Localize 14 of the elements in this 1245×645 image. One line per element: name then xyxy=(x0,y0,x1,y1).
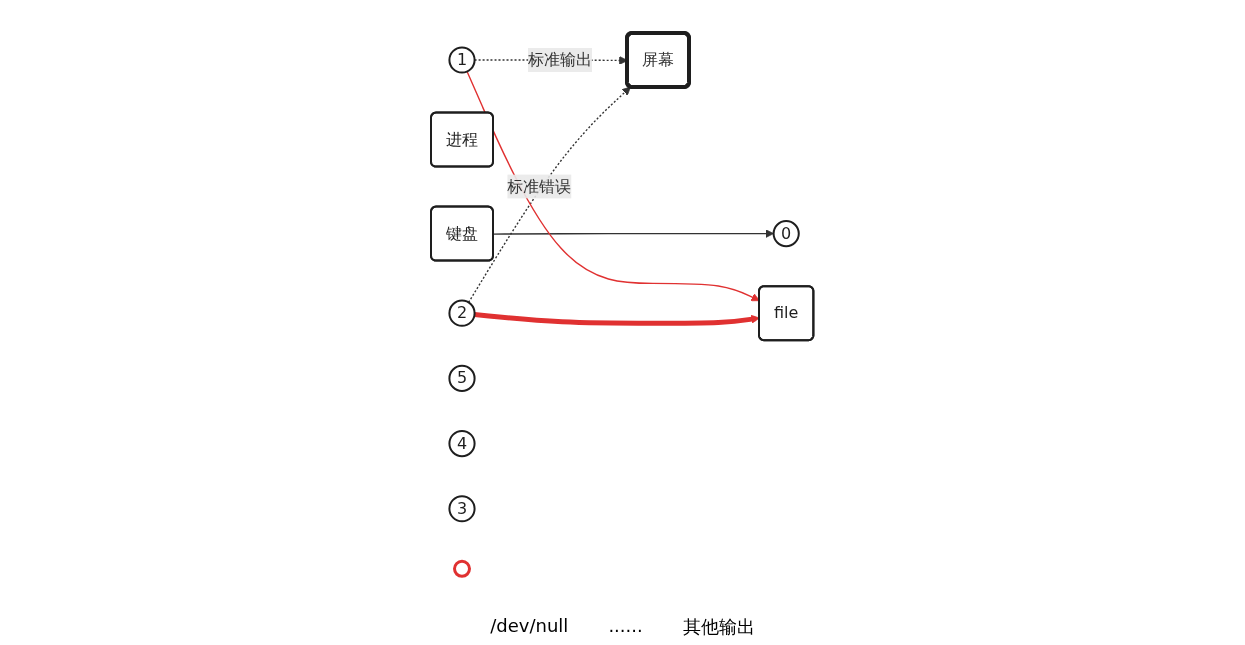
arrow xyxy=(493,229,775,238)
node-circle: 3 xyxy=(448,495,476,523)
node-circle: 4 xyxy=(448,429,476,457)
node-circle: 1 xyxy=(448,46,476,74)
note-text: 其他输出 xyxy=(682,615,755,639)
edge-label: 标准输出 xyxy=(528,49,593,69)
edge-label: 标准错误 xyxy=(507,176,572,196)
arrow xyxy=(468,86,632,303)
node-circle xyxy=(453,559,472,578)
node-circle: 2 xyxy=(448,299,476,327)
note-text: /dev/null xyxy=(490,615,569,638)
node-circle: 5 xyxy=(448,364,476,392)
note-text: ...... xyxy=(608,615,643,638)
node-circle: 0 xyxy=(772,219,801,247)
